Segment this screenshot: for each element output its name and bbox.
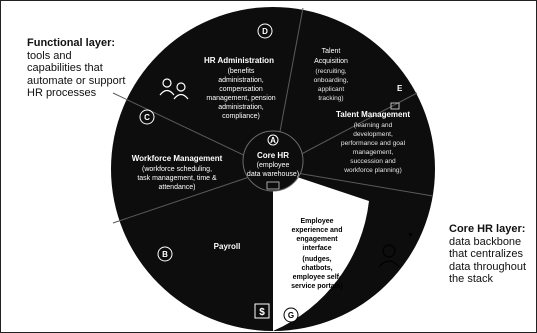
database-icon bbox=[266, 181, 280, 190]
hr-admin-line: management, pension bbox=[206, 95, 275, 102]
core-hr-line: data warehouse) bbox=[247, 171, 299, 178]
experience-dots-icon bbox=[409, 233, 412, 236]
functional-layer-heading: Functional layer: bbox=[27, 37, 116, 49]
core-hr-layer-note: Core HR layer: data backbone that centra… bbox=[449, 223, 529, 286]
talent-acquisition-title: Talent bbox=[322, 48, 341, 55]
functional-layer-description: tools and capabilities that automate or … bbox=[27, 49, 126, 100]
employee-experience-line: employee self- bbox=[293, 274, 342, 281]
payroll-title: Payroll bbox=[214, 242, 241, 251]
badge-b-label: B bbox=[162, 250, 168, 259]
core-hr-layer-heading: Core HR layer: bbox=[449, 223, 526, 235]
core-hr-block: Core HR (employee data warehouse) bbox=[247, 151, 299, 178]
employee-experience-line: engagement bbox=[296, 236, 338, 243]
talent-management-block: Talent Management (learning and developm… bbox=[336, 110, 410, 174]
talent-acquisition-block: Talent Acquisition (recruiting, onboardi… bbox=[314, 48, 349, 102]
talent-acquisition-badge-mark: E bbox=[397, 84, 403, 93]
hr-admin-line: administration, bbox=[218, 77, 264, 84]
employee-experience-line: interface bbox=[302, 245, 331, 252]
people-icon bbox=[159, 78, 189, 100]
svg-text:$: $ bbox=[259, 307, 265, 318]
hr-admin-line: (benefits bbox=[228, 68, 255, 75]
talent-acquisition-title: Acquisition bbox=[314, 58, 348, 65]
employee-experience-line: service portals) bbox=[291, 283, 343, 290]
core-hr-line: (employee bbox=[257, 162, 290, 169]
talent-management-line: (learning and bbox=[354, 122, 393, 129]
badge-g-label: G bbox=[288, 311, 294, 320]
hr-admin-line: compliance) bbox=[222, 113, 260, 120]
person-icon bbox=[378, 244, 400, 268]
badge-c bbox=[139, 109, 155, 125]
divider-workforce-payroll bbox=[112, 168, 274, 224]
talent-management-line: workforce planning) bbox=[343, 167, 402, 174]
talent-acquisition-line: tracking) bbox=[318, 95, 343, 102]
employee-experience-block: Employee experience and engagement inter… bbox=[291, 218, 343, 290]
talent-management-line: succession and bbox=[350, 158, 396, 165]
employee-experience-line: (nudges, bbox=[302, 256, 331, 263]
core-hr-title: Core HR bbox=[257, 151, 289, 160]
talent-acquisition-line: applicant bbox=[318, 86, 345, 93]
badge-b bbox=[157, 246, 173, 262]
hr-admin-lines: (benefits administration, compensation m… bbox=[206, 68, 275, 120]
workforce-management-block: Workforce Management (workforce scheduli… bbox=[132, 154, 223, 191]
workforce-management-line: (workforce scheduling, bbox=[142, 166, 212, 173]
employee-experience-line: chatbots, bbox=[301, 265, 332, 272]
badge-a-label: A bbox=[270, 136, 276, 145]
badge-d bbox=[257, 23, 273, 39]
workforce-management-title: Workforce Management bbox=[132, 154, 223, 163]
acquisition-small-icon bbox=[390, 102, 400, 110]
badge-d-label: D bbox=[262, 27, 268, 36]
badge-g bbox=[283, 307, 299, 323]
hr-admin-line: compensation bbox=[219, 86, 263, 93]
functional-layer-note: Functional layer: tools and capabilities… bbox=[27, 37, 127, 100]
dollar-icon: $ bbox=[254, 303, 270, 319]
talent-acquisition-line: onboarding, bbox=[314, 77, 349, 84]
core-hr-layer-description: data backbone that centralizes data thro… bbox=[449, 235, 527, 286]
employee-experience-wedge bbox=[273, 169, 369, 331]
talent-management-line: performance and goal bbox=[341, 140, 406, 147]
hr-admin-title: HR Administration bbox=[204, 56, 274, 65]
talent-management-title: Talent Management bbox=[336, 110, 410, 119]
hr-admin-line: administration, bbox=[218, 104, 264, 111]
employee-experience-line: Employee bbox=[300, 218, 333, 225]
employee-experience-line: experience and bbox=[292, 227, 343, 234]
badge-c-label: C bbox=[144, 113, 150, 122]
workforce-management-line: task management, time & bbox=[137, 175, 217, 182]
badge-a bbox=[267, 134, 279, 146]
talent-management-line: development, bbox=[353, 131, 393, 138]
core-hr-circle bbox=[242, 130, 304, 192]
talent-management-line: management, bbox=[353, 149, 393, 156]
talent-acquisition-line: (recruiting, bbox=[315, 68, 346, 75]
workforce-management-line: attendance) bbox=[159, 184, 196, 191]
